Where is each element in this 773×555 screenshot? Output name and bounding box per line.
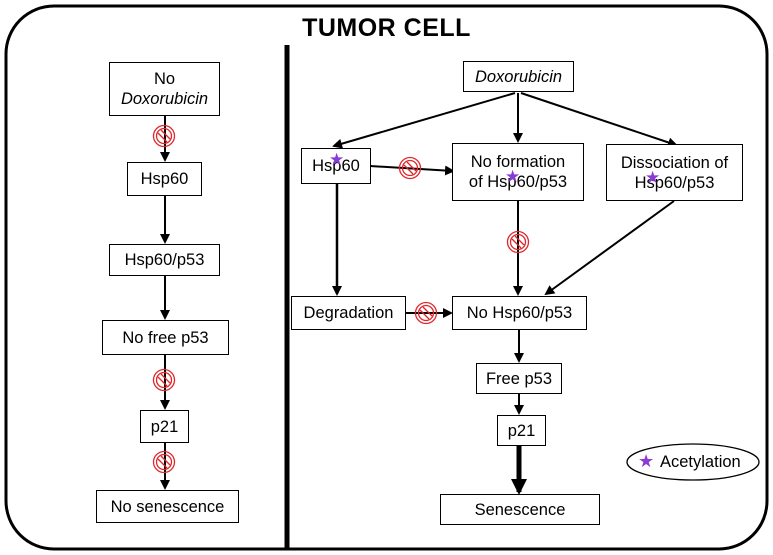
cell-border	[4, 4, 769, 551]
node-no-free-p53-label: No free p53	[122, 328, 209, 347]
node-p21-left: p21	[140, 410, 189, 443]
node-no-formation-line2: of Hsp60/p53	[468, 173, 568, 191]
acetylation-star-hsp60: ★	[329, 150, 345, 169]
legend: ★ Acetylation	[626, 443, 760, 481]
arrow-hsp60-noformation	[369, 165, 455, 176]
node-senescence: Senescence	[440, 494, 600, 525]
arrow-dox-dissociation	[520, 92, 678, 148]
node-hsp60-left-label: Hsp60	[140, 170, 189, 188]
legend-border	[626, 443, 760, 481]
node-degradation: Degradation	[291, 296, 406, 330]
node-no-hsp60-p53-label: No Hsp60/p53	[466, 304, 573, 322]
arrow-dox-hsp60	[332, 92, 516, 149]
node-hsp60-p53-left: Hsp60/p53	[109, 244, 220, 276]
diagram-title: TUMOR CELL	[302, 14, 471, 42]
node-no-doxorubicin: No Doxorubicin	[109, 62, 220, 116]
node-hsp60-right: Hsp60	[301, 148, 371, 184]
legend-label: Acetylation	[660, 453, 741, 471]
node-no-senescence: No senescence	[96, 490, 239, 523]
node-free-p53: Free p53	[476, 363, 562, 394]
node-degradation-label: Degradation	[303, 304, 394, 322]
acetylation-star-no-formation: ★	[505, 167, 521, 186]
node-dissociation: Dissociation of Hsp60/p53	[606, 144, 743, 201]
node-p21-left-label: p21	[150, 417, 179, 436]
node-doxorubicin-label: Doxorubicin	[474, 67, 563, 86]
node-hsp60-p53-left-label: Hsp60/p53	[124, 251, 205, 269]
node-dissociation-line1: Dissociation of	[620, 153, 729, 172]
node-no-hsp60-p53: No Hsp60/p53	[452, 296, 587, 330]
node-no-formation-line1: No formation	[470, 153, 566, 171]
node-hsp60-left: Hsp60	[127, 162, 202, 196]
node-no-doxorubicin-line1: No	[153, 70, 176, 88]
arrow-dissociation-nohsp	[544, 200, 675, 296]
acetylation-star-dissociation: ★	[645, 168, 661, 187]
node-no-formation: No formation of Hsp60/p53	[452, 143, 584, 201]
node-no-doxorubicin-line2: Doxorubicin	[120, 90, 209, 108]
node-senescence-label: Senescence	[474, 500, 566, 519]
node-doxorubicin: Doxorubicin	[463, 61, 574, 92]
node-p21-right-label: p21	[507, 421, 536, 440]
node-hsp60-right-label: Hsp60	[312, 157, 360, 175]
node-no-senescence-label: No senescence	[110, 497, 225, 516]
node-no-free-p53: No free p53	[102, 320, 229, 355]
node-free-p53-label: Free p53	[485, 369, 553, 388]
node-p21-right: p21	[497, 415, 546, 446]
node-dissociation-line2: Hsp60/p53	[634, 173, 715, 192]
star-icon: ★	[638, 451, 655, 471]
